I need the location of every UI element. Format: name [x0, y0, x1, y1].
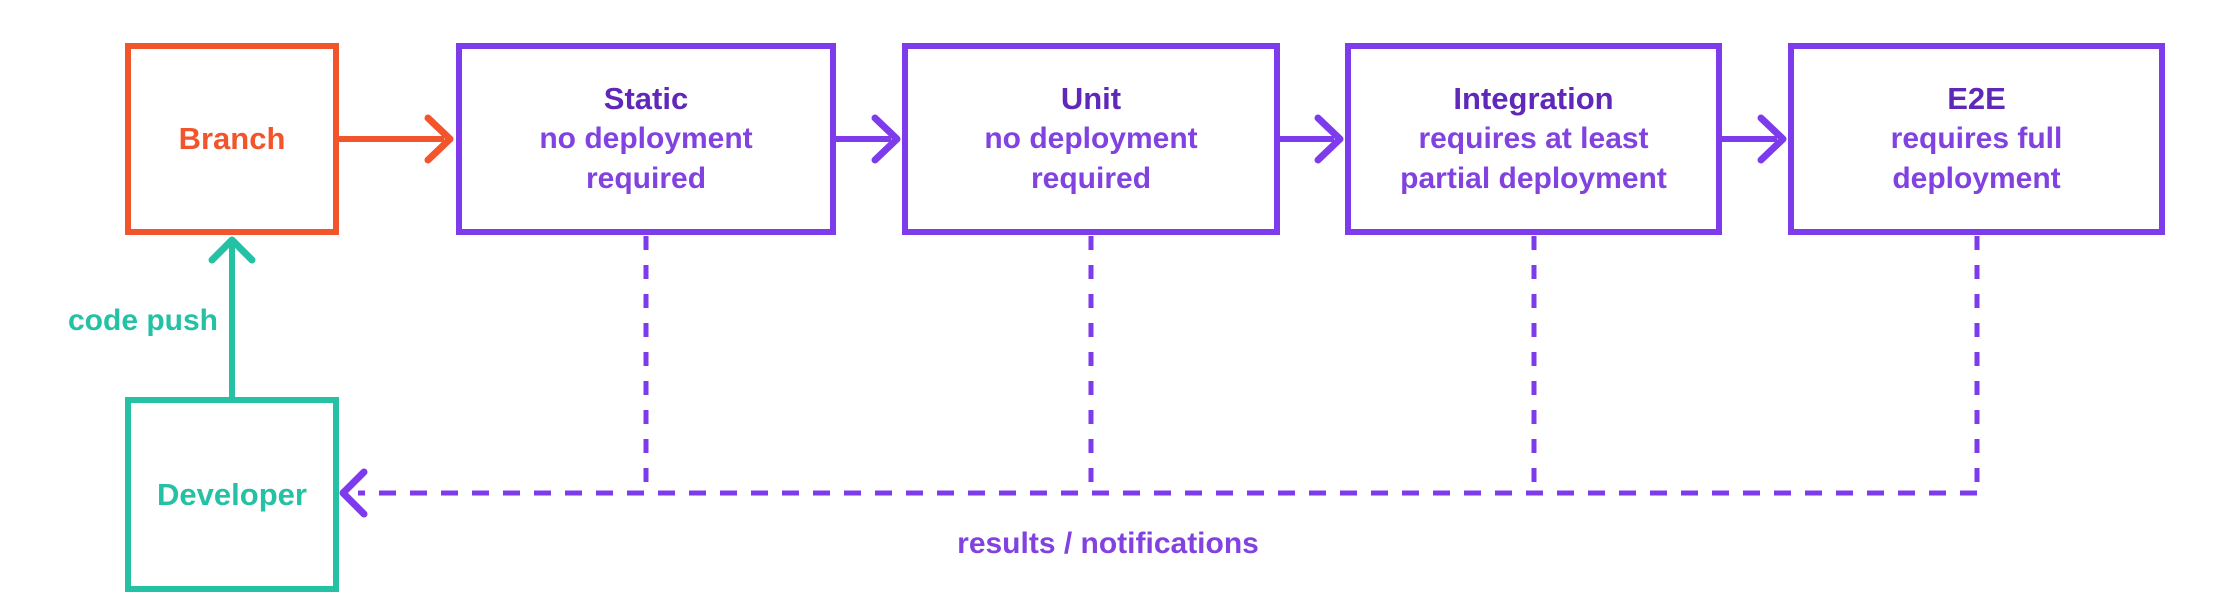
arrowhead-up-icon — [208, 236, 256, 264]
node-static-subtitle: no deployment required — [539, 122, 753, 195]
arrowhead-right-icon — [871, 114, 901, 164]
arrow-developer-to-branch — [208, 236, 256, 397]
node-static-title: Static — [603, 81, 689, 116]
node-unit-title: Unit — [1060, 81, 1122, 116]
node-e2e-subtitle: requires full deployment — [1890, 122, 2063, 195]
arrowhead-right-icon — [1314, 114, 1344, 164]
results-notifications-label: results / notifications — [957, 527, 1259, 560]
node-integration: Integration requires at least partial de… — [1345, 43, 1722, 235]
code-push-label: code push — [67, 304, 218, 337]
node-integration-subtitle: requires at least partial deployment — [1400, 122, 1667, 195]
node-static: Static no deployment required — [456, 43, 836, 235]
node-branch-title: Branch — [178, 121, 286, 156]
arrowhead-left-icon — [339, 468, 368, 518]
node-unit-subtitle: no deployment required — [984, 122, 1198, 195]
node-unit: Unit no deployment required — [902, 43, 1280, 235]
node-developer-title: Developer — [157, 476, 307, 512]
node-integration-title: Integration — [1453, 81, 1614, 116]
arrow-integration-to-e2e — [1722, 114, 1787, 164]
node-developer: Developer — [125, 397, 339, 592]
arrow-branch-to-static — [339, 114, 454, 164]
node-e2e-title: E2E — [1947, 81, 2006, 116]
arrowhead-right-icon — [1757, 114, 1787, 164]
arrowhead-right-icon — [424, 114, 454, 164]
arrow-unit-to-integration — [1280, 114, 1344, 164]
node-branch: Branch — [125, 43, 339, 235]
node-e2e: E2E requires full deployment — [1788, 43, 2165, 235]
arrow-static-to-unit — [836, 114, 901, 164]
dashed-arrow-results-to-developer — [339, 468, 1977, 518]
